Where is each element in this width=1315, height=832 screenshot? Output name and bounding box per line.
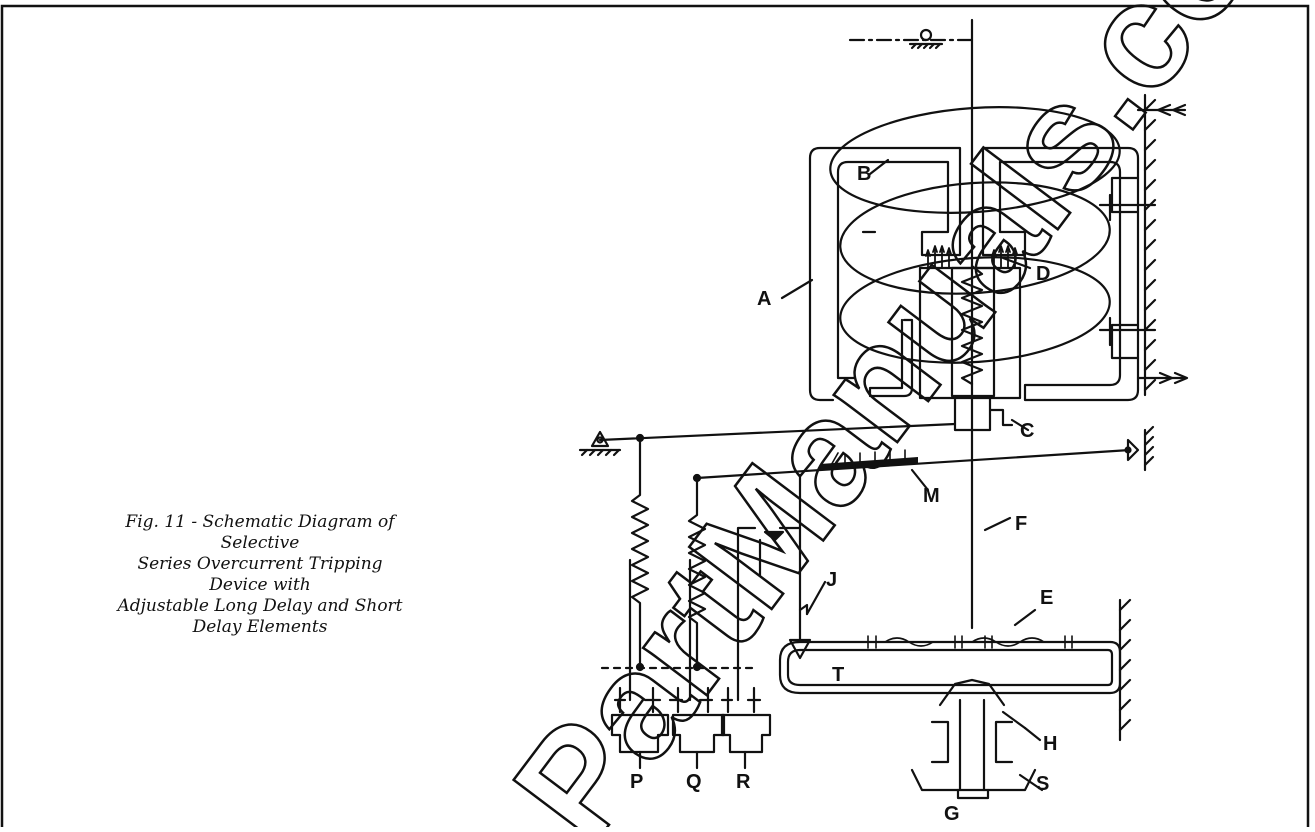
flux-arrows: [925, 245, 1018, 269]
label-D: D: [1036, 263, 1050, 285]
label-A: A: [757, 288, 771, 310]
caption-line-2: Series Overcurrent Tripping Device with: [137, 554, 383, 595]
label-F: F: [1015, 513, 1027, 535]
diaphragm-E: [884, 637, 1045, 647]
long-delay-spring: [630, 438, 650, 667]
label-R: R: [736, 771, 751, 793]
top-pivot: [848, 28, 977, 50]
dashpots: [600, 526, 802, 770]
cup-S: [910, 768, 1044, 800]
plunger-stem-C: [953, 396, 1014, 432]
label-S: S: [1036, 773, 1049, 795]
label-B: B: [857, 163, 871, 185]
label-T: T: [832, 664, 844, 686]
label-H: H: [1043, 733, 1057, 755]
label-E: E: [1040, 587, 1053, 609]
label-Q: Q: [686, 771, 702, 793]
label-P: P: [630, 771, 643, 793]
label-M: M: [923, 485, 940, 507]
upper-lever: [578, 422, 957, 457]
terminals: [1098, 93, 1189, 397]
label-J: J: [826, 569, 837, 591]
armature-M: [820, 457, 918, 470]
figure-caption: Fig. 11 - Schematic Diagram of Selective…: [110, 512, 410, 638]
caption-line-3: Adjustable Long Delay and Short: [117, 596, 403, 616]
caption-line-1: Fig. 11 - Schematic Diagram of Selective: [125, 512, 395, 553]
plunger-spring: [960, 264, 984, 386]
magnet-frame-A-left: [808, 146, 962, 402]
watermark: PartManuals.com: [481, 0, 1315, 827]
coil-turns: [829, 106, 1121, 364]
caption-line-4: Delay Elements: [192, 617, 328, 637]
figure-border: [0, 4, 1310, 827]
chamber-T: [778, 598, 1132, 742]
valve-H: [930, 678, 1027, 792]
label-G: G: [944, 803, 960, 825]
label-C: C: [1020, 420, 1034, 442]
latch-J: [758, 473, 827, 660]
